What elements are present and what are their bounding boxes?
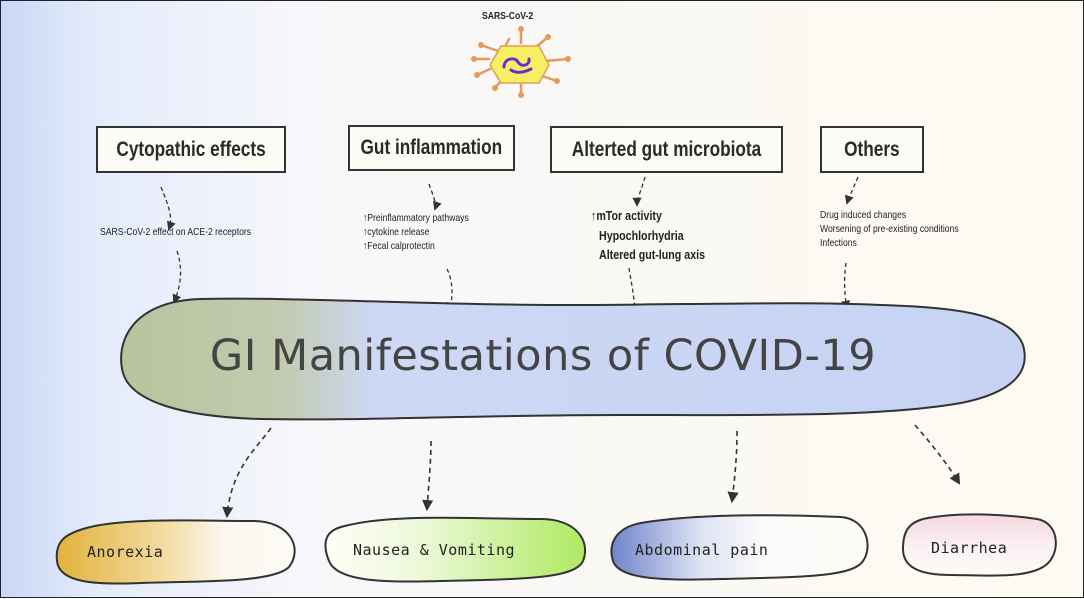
connector-cytopathic-b — [172, 250, 182, 304]
main-manifestations-blob — [120, 297, 1026, 421]
cause-title-inflammation: Gut inflammation — [360, 136, 503, 159]
label-diarrhea: Diarrhea — [931, 539, 1008, 557]
connector-others-a — [844, 176, 859, 205]
label-nausea: Nausea & Vomiting — [353, 541, 516, 559]
cause-title-others: Others — [844, 137, 900, 161]
cause-box-others: Others — [820, 126, 924, 173]
virus-icon — [471, 26, 571, 98]
oval-nausea — [324, 516, 587, 583]
oval-anorexia — [55, 519, 296, 585]
cause-title-microbiota: Alterted gut microbiota — [571, 137, 762, 161]
arrow-to-nausea — [422, 440, 434, 512]
detail-cytopathic-1: SARS-CoV-2 effect on ACE-2 receptors — [100, 226, 252, 238]
connector-microbiota-b — [628, 267, 640, 313]
cause-box-cytopathic: Cytopathic effects — [96, 126, 286, 173]
cause-box-microbiota: Alterted gut microbiota — [550, 126, 783, 173]
connector-others-b — [841, 262, 851, 310]
cause-title-cytopathic: Cytopathic effects — [116, 137, 266, 161]
connector-cytopathic-a — [160, 186, 176, 231]
detail-microbiota-2: Hypochlorhydria — [599, 228, 684, 243]
oval-diarrhea — [901, 513, 1057, 577]
arrow-to-diarrhea — [914, 424, 961, 485]
virus-label: SARS-CoV-2 — [482, 10, 534, 22]
detail-inflammation-1: ↑Preinflammatory pathways — [363, 212, 469, 224]
cause-box-inflammation: Gut inflammation — [348, 125, 515, 171]
detail-inflammation-3: ↑Fecal calprotectin — [363, 240, 435, 252]
label-abdominal: Abdominal pain — [635, 541, 769, 559]
detail-others-2: Worsening of pre-existing conditions — [820, 223, 959, 235]
connector-microbiota-a — [632, 176, 646, 207]
label-anorexia: Anorexia — [87, 543, 164, 561]
detail-others-3: Infections — [820, 237, 857, 249]
detail-microbiota-3: Altered gut-lung axis — [599, 247, 706, 262]
detail-inflammation-2: ↑cytokine release — [363, 226, 430, 238]
arrow-to-anorexia — [222, 427, 272, 519]
main-title: GI Manifestations of COVID-19 — [209, 331, 877, 381]
arrow-to-abdominal — [727, 430, 739, 504]
oval-abdominal — [610, 514, 869, 581]
connector-inflammation-a — [428, 183, 442, 211]
detail-microbiota-1: ↑mTor activity — [591, 208, 662, 223]
detail-others-1: Drug induced changes — [820, 209, 907, 221]
